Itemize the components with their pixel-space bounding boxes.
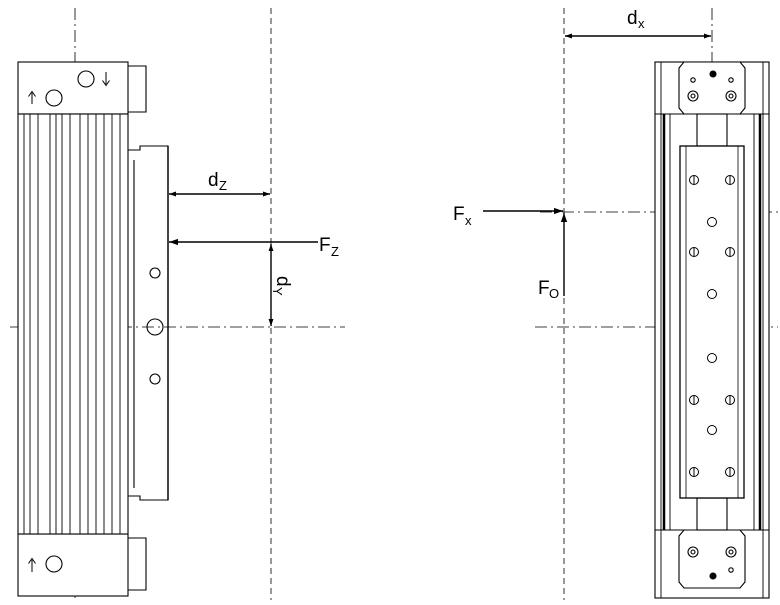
label-dy-sub: Y [270, 287, 285, 296]
carriage-hole-center [146, 318, 164, 336]
left-annotations [169, 191, 318, 326]
label-fz: F Z [319, 235, 339, 259]
top-neck [696, 113, 728, 147]
label-dx-main: d [627, 8, 638, 29]
top-hole-left [687, 90, 699, 102]
bottom-mounting-block [678, 529, 746, 589]
carriage-bolt-grid [689, 175, 735, 477]
bottom-hole-small-b [728, 567, 734, 573]
bottom-hole-small-a [709, 572, 717, 580]
label-dz-sub: Z [219, 178, 227, 193]
label-fx-sub: x [465, 213, 472, 228]
top-end-cap [17, 61, 129, 115]
label-fx: F x [453, 204, 472, 228]
arrow-down-icon [102, 72, 110, 87]
arrow-up-icon [28, 90, 36, 104]
bottom-hole-right-inner [728, 549, 734, 555]
bottom-hole-right [725, 546, 737, 558]
profile-body [17, 113, 129, 535]
label-dy: d Y [270, 276, 293, 296]
label-dz: d Z [208, 170, 227, 193]
carriage-hole-upper [149, 267, 161, 279]
left-side-view [10, 8, 345, 600]
label-fo: F O [538, 278, 559, 301]
label-dx: d x [627, 8, 645, 31]
top-hole-small-a [709, 70, 717, 78]
top-end-cap-tab [128, 65, 147, 113]
profile-side-rails [655, 62, 769, 598]
top-port-circle-a [45, 89, 63, 107]
label-dx-sub: x [638, 16, 645, 31]
top-hole-small-b [690, 77, 696, 83]
carriage-hole-lower [149, 373, 161, 385]
label-fo-main: F [538, 278, 550, 299]
top-mounting-block [678, 61, 746, 115]
right-annotations [483, 33, 711, 296]
label-fx-main: F [453, 204, 465, 225]
arrow-up-icon [28, 557, 36, 572]
top-hole-right-inner [728, 93, 734, 99]
bottom-neck [696, 497, 728, 531]
top-hole-left-inner [690, 93, 696, 99]
carriage-plate [679, 145, 745, 499]
profile-grooves [23, 114, 121, 534]
top-hole-small-c [728, 77, 734, 83]
label-dz-main: d [208, 170, 219, 191]
label-fz-main: F [319, 235, 331, 256]
bottom-end-cap [17, 533, 129, 597]
label-fo-sub: O [549, 286, 559, 301]
bottom-hole-left [687, 546, 699, 558]
right-front-view [535, 8, 778, 600]
label-fz-sub: Z [331, 244, 339, 259]
bottom-hole-left-inner [690, 549, 696, 555]
label-dy-main: d [272, 276, 293, 287]
bottom-end-cap-tab [128, 537, 147, 591]
top-port-circle-b [77, 70, 95, 88]
bottom-port-circle [45, 555, 63, 573]
top-hole-right [725, 90, 737, 102]
